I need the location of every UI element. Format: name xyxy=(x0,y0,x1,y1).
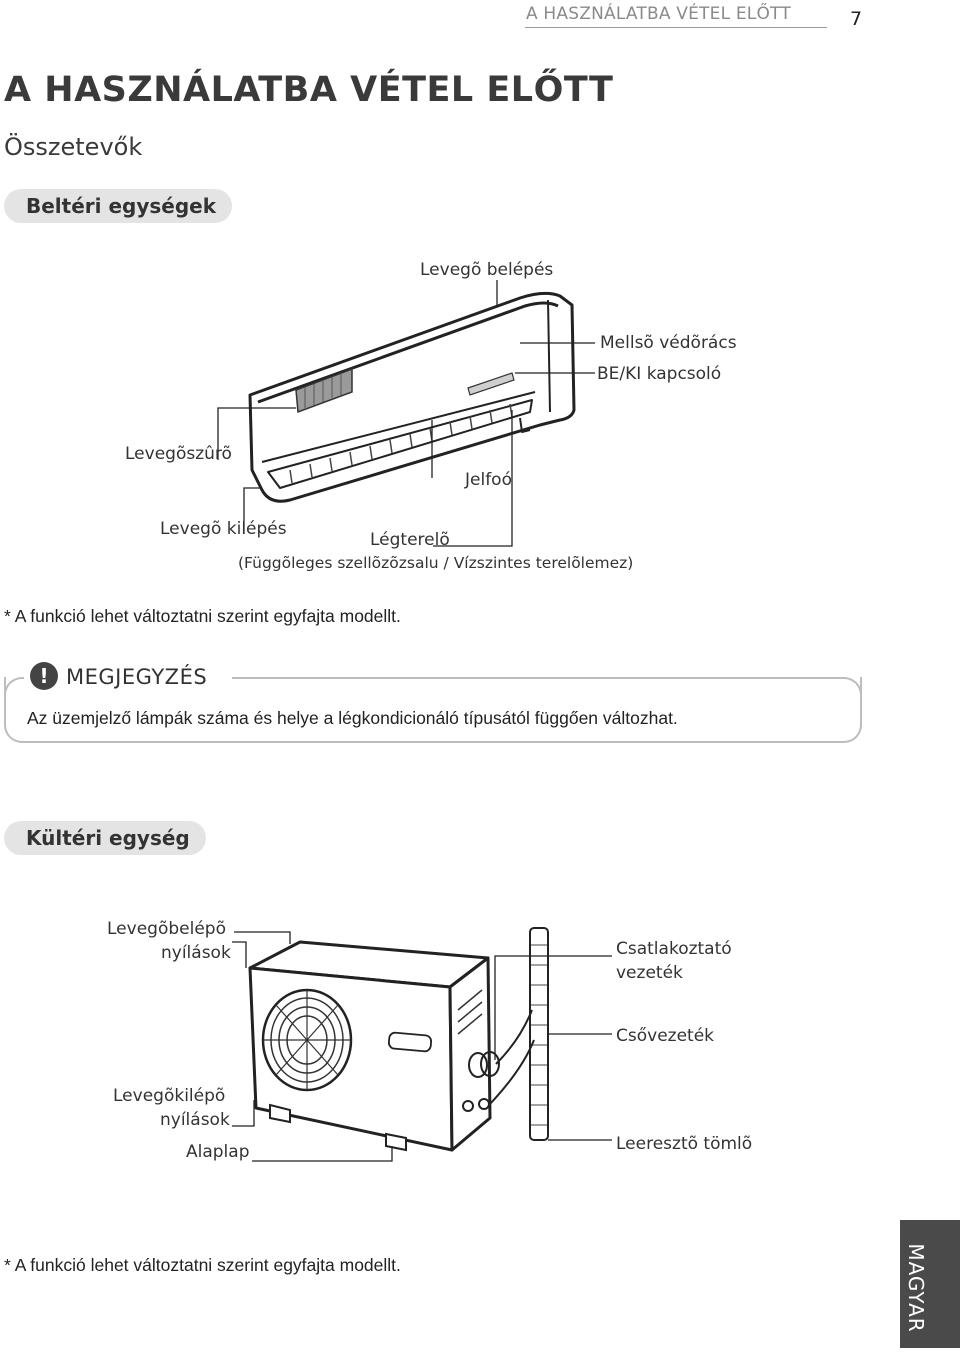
label-piping: Csővezeték xyxy=(616,1026,714,1046)
label-air-outlet: Levegõ kilépés xyxy=(160,519,287,539)
label-louver: Légterelõ xyxy=(370,530,450,550)
page-title: A HASZNÁLATBA VÉTEL ELŐTT xyxy=(4,70,614,110)
label-connecting-cable-line1: Csatlakoztató xyxy=(616,939,732,959)
note-box xyxy=(4,677,862,743)
label-front-grille: Mellsõ védõrács xyxy=(600,333,737,353)
label-drain-hose: Leeresztõ tömlõ xyxy=(616,1134,753,1154)
label-air-filter: Levegõszûrõ xyxy=(125,444,232,464)
label-louver-detail: (Függõleges szellõzõzsalu / Vízszintes t… xyxy=(238,554,634,572)
label-connecting-cable-line2: vezeték xyxy=(616,963,683,983)
note-text: Az üzemjelző lámpák száma és helye a lég… xyxy=(27,708,678,728)
outdoor-footnote: * A funkció lehet változtatni szerint eg… xyxy=(4,1255,401,1275)
running-header-title: A HASZNÁLATBA VÉTEL ELŐTT xyxy=(526,4,791,24)
note-title: MEGJEGYZÉS xyxy=(66,665,208,689)
outdoor-unit-heading: Kültéri egység xyxy=(4,821,206,855)
label-signal-receiver: Jelfoó xyxy=(465,470,512,490)
indoor-units-heading: Beltéri egységek xyxy=(4,189,232,223)
label-inlet-line1: Levegõbelépõ xyxy=(107,919,226,939)
indoor-footnote: * A funkció lehet változtatni szerint eg… xyxy=(4,606,401,626)
label-outlet-line1: Levegõkilépõ xyxy=(113,1086,226,1106)
label-outlet-line2: nyílások xyxy=(160,1110,230,1130)
page-number: 7 xyxy=(850,8,863,30)
header-rule xyxy=(525,27,827,28)
label-inlet-line2: nyílások xyxy=(161,943,231,963)
language-tab-label: MAGYAR xyxy=(904,1243,928,1333)
section-subtitle: Összetevők xyxy=(4,133,143,161)
note-box-top-rule xyxy=(232,677,846,679)
label-base-plate: Alaplap xyxy=(186,1142,250,1162)
exclamation-icon: ! xyxy=(30,662,58,690)
label-air-inlet: Levegõ belépés xyxy=(420,260,554,280)
note-box-corner-left xyxy=(4,677,24,697)
language-tab: MAGYAR xyxy=(900,1220,960,1348)
label-on-off-button: BE/KI kapcsoló xyxy=(597,364,722,384)
